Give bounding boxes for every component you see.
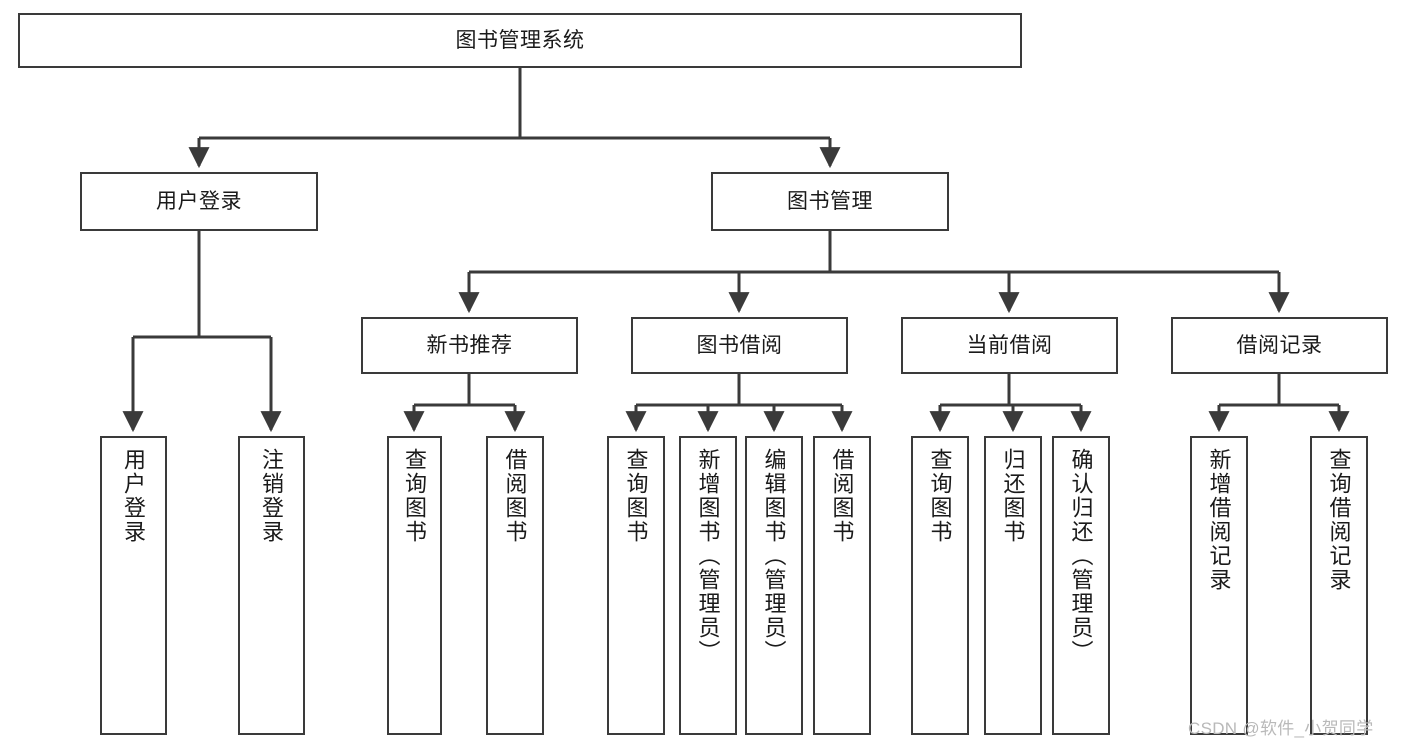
csdn-watermark: CSDN @软件_小贺同学 — [1188, 719, 1374, 738]
node-book-borrow-label: 图书借阅 — [696, 333, 783, 357]
node-current-borrow[interactable]: 当前借阅 — [901, 317, 1118, 374]
node-leaf-edit-book-label: 编辑图书（管理员） — [761, 448, 787, 664]
node-leaf-add-book[interactable]: 新增图书（管理员） — [679, 436, 737, 735]
node-leaf-borrow-book[interactable]: 借阅图书 — [813, 436, 871, 735]
node-borrow-record-label: 借阅记录 — [1236, 333, 1323, 357]
node-current-borrow-label: 当前借阅 — [966, 333, 1053, 357]
node-leaf-query-book-borrow[interactable]: 查询图书 — [607, 436, 665, 735]
node-leaf-return-book-label: 归还图书 — [1000, 448, 1026, 544]
node-leaf-return-book[interactable]: 归还图书 — [984, 436, 1042, 735]
node-root-label: 图书管理系统 — [455, 28, 585, 52]
node-leaf-user-logout[interactable]: 注销登录 — [238, 436, 305, 735]
node-leaf-query-book-borrow-label: 查询图书 — [623, 448, 649, 544]
node-leaf-query-record[interactable]: 查询借阅记录 — [1310, 436, 1368, 735]
node-borrow-record[interactable]: 借阅记录 — [1171, 317, 1388, 374]
node-user-login-label: 用户登录 — [156, 189, 242, 213]
node-leaf-query-book-cur[interactable]: 查询图书 — [911, 436, 969, 735]
node-leaf-borrow-book-rec-label: 借阅图书 — [502, 448, 528, 544]
node-book-manage-label: 图书管理 — [787, 189, 873, 213]
node-leaf-query-record-label: 查询借阅记录 — [1326, 448, 1352, 592]
node-leaf-add-record-label: 新增借阅记录 — [1206, 448, 1232, 592]
node-root[interactable]: 图书管理系统 — [18, 13, 1022, 68]
node-book-borrow[interactable]: 图书借阅 — [631, 317, 848, 374]
node-leaf-query-book-cur-label: 查询图书 — [927, 448, 953, 544]
node-user-login[interactable]: 用户登录 — [80, 172, 318, 231]
node-new-book-rec[interactable]: 新书推荐 — [361, 317, 578, 374]
node-leaf-confirm-return-label: 确认归还（管理员） — [1068, 448, 1094, 664]
node-leaf-confirm-return[interactable]: 确认归还（管理员） — [1052, 436, 1110, 735]
node-new-book-rec-label: 新书推荐 — [426, 333, 513, 357]
node-leaf-add-book-label: 新增图书（管理员） — [695, 448, 721, 664]
node-leaf-add-record[interactable]: 新增借阅记录 — [1190, 436, 1248, 735]
node-leaf-user-login[interactable]: 用户登录 — [100, 436, 167, 735]
node-leaf-query-book-rec[interactable]: 查询图书 — [387, 436, 442, 735]
node-leaf-user-logout-label: 注销登录 — [259, 448, 285, 544]
node-leaf-query-book-rec-label: 查询图书 — [402, 448, 428, 544]
node-leaf-borrow-book-label: 借阅图书 — [829, 448, 855, 544]
node-leaf-user-login-label: 用户登录 — [121, 448, 147, 544]
node-leaf-borrow-book-rec[interactable]: 借阅图书 — [486, 436, 544, 735]
node-book-manage[interactable]: 图书管理 — [711, 172, 949, 231]
node-leaf-edit-book[interactable]: 编辑图书（管理员） — [745, 436, 803, 735]
